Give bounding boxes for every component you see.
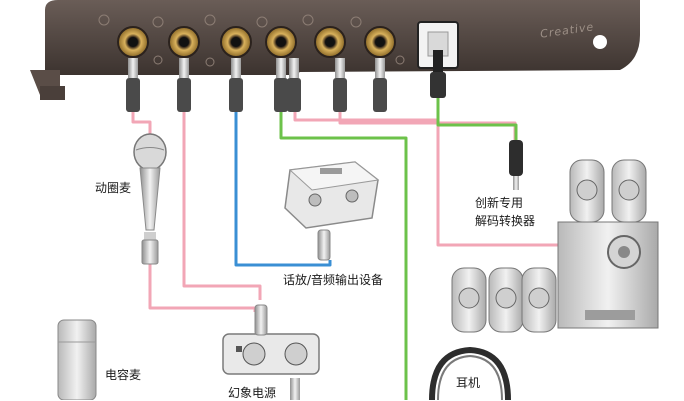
audio-jack	[168, 26, 200, 58]
satellite-speaker	[611, 159, 647, 223]
headphones-label: 耳机	[456, 376, 481, 390]
satellite-speaker	[488, 267, 524, 333]
green-cable	[279, 110, 408, 400]
speaker-system	[451, 159, 659, 333]
phantom-power-label: 幻象电源	[228, 386, 277, 400]
converter-label-line2: 解码转换器	[475, 214, 536, 228]
audio-plug	[373, 58, 387, 112]
pink-cable	[338, 110, 517, 150]
audio-jack	[220, 26, 252, 58]
green-cable	[436, 95, 518, 140]
headphones	[429, 346, 511, 400]
phantom-power-box	[222, 304, 320, 400]
satellite-speaker	[521, 267, 557, 333]
audio-plug	[274, 58, 288, 112]
audio-jack	[117, 26, 149, 58]
screw-hole	[593, 35, 607, 49]
audio-jack	[265, 26, 297, 58]
dynamic-microphone	[133, 133, 167, 265]
audio-plug	[229, 58, 243, 112]
dynamic-mic-label: 动圈麦	[95, 181, 132, 195]
converter-dongle	[509, 140, 523, 190]
pink-cable	[182, 110, 262, 300]
audio-plug	[287, 58, 301, 112]
speaker-device-label: 话放/音频输出设备	[283, 273, 384, 287]
audio-jack	[314, 26, 346, 58]
optical-plug	[430, 50, 446, 98]
audio-plug	[177, 58, 191, 112]
pink-cable	[131, 110, 152, 135]
converter-label-line1: 创新专用	[475, 196, 524, 210]
condenser-microphone	[57, 319, 97, 400]
audio-output-device	[284, 161, 380, 261]
condenser-mic-label: 电容麦	[105, 368, 142, 382]
satellite-speaker	[451, 267, 487, 333]
audio-plug	[333, 58, 347, 112]
audio-plug	[126, 58, 140, 112]
blue-cable	[234, 110, 332, 267]
audio-jack	[364, 26, 396, 58]
satellite-speaker	[569, 159, 605, 223]
